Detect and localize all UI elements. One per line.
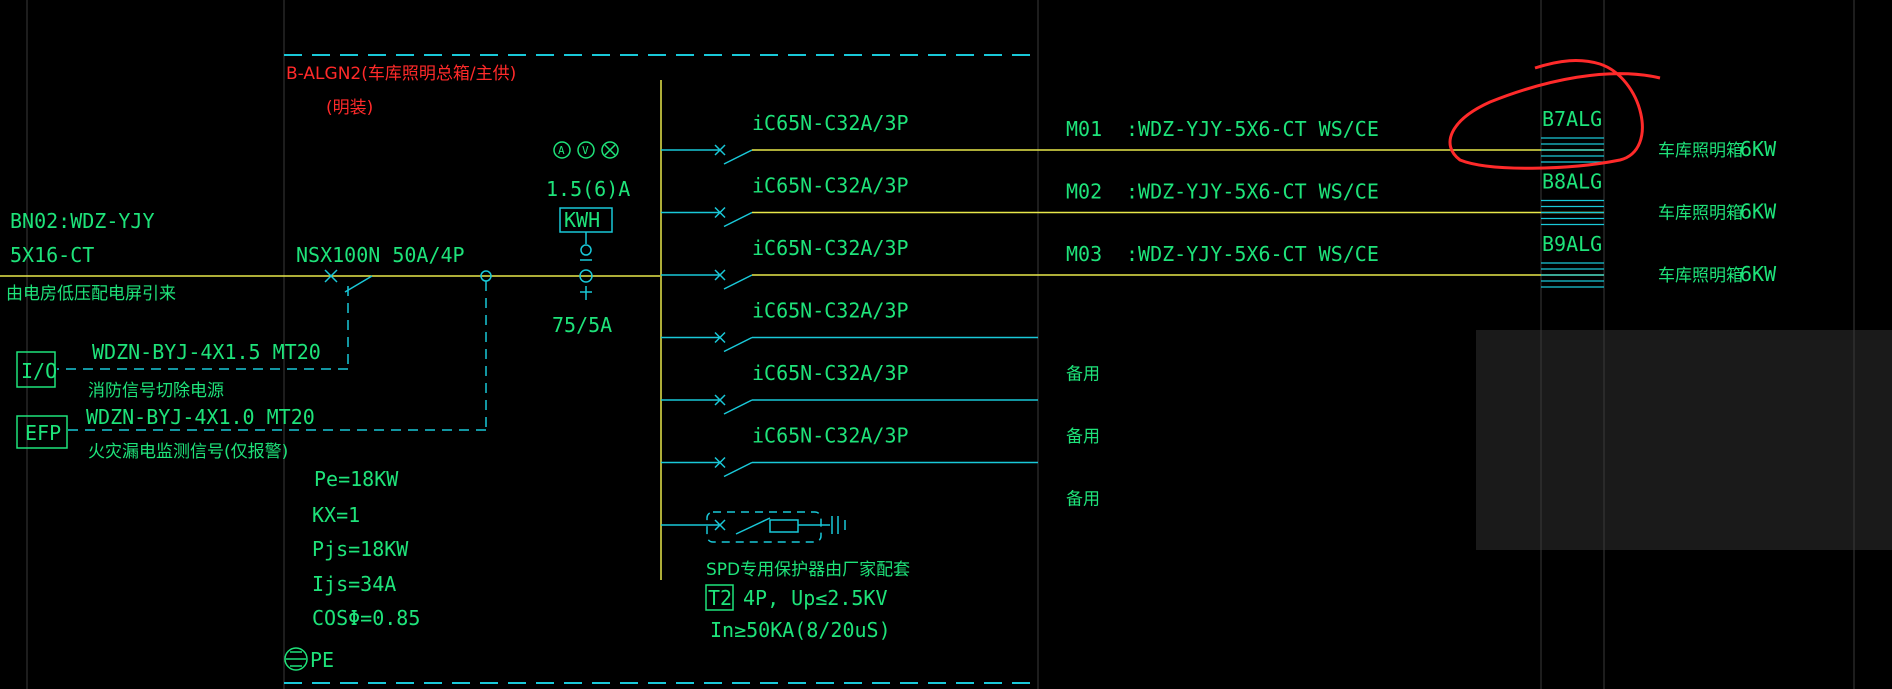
- spd-dashed-box: [706, 511, 822, 543]
- spd-line3: In≥50KA(8/20uS): [710, 618, 891, 642]
- efp-desc-label: 火灾漏电监测信号(仅报警): [88, 442, 288, 462]
- main-breaker-label: NSX100N 50A/4P: [296, 243, 465, 267]
- circuit-breaker-label: iC65N-C32A/3P: [752, 111, 909, 135]
- circuit-breaker-x: [714, 206, 726, 219]
- load-pe: Pe=18KW: [314, 467, 399, 491]
- meter-current-rating: 1.5(6)A: [546, 177, 630, 201]
- panel-enclosure: [284, 54, 1038, 684]
- meter-circles: [553, 141, 619, 159]
- load-pjs: Pjs=18KW: [312, 537, 409, 561]
- io-box-label: I/O: [21, 359, 57, 383]
- circuit-cable: :WDZ-YJY-5X6-CT WS/CE: [1126, 180, 1379, 204]
- efp-box-label: EFP: [25, 421, 61, 445]
- kwh-label: KWH: [564, 208, 600, 232]
- circuit-id: 备用: [1066, 490, 1100, 510]
- circuit-load-power: 6KW: [1740, 200, 1777, 224]
- spd-class: T2: [708, 586, 732, 610]
- circuit-breaker-blade: [723, 211, 753, 228]
- circuit-destination: B9ALG: [1542, 232, 1602, 256]
- ct-symbol: [579, 232, 593, 300]
- io-cable-label: WDZN-BYJ-4X1.5 MT20: [92, 340, 321, 364]
- circuit-id: 备用: [1066, 365, 1100, 385]
- main-breaker-symbol: [324, 269, 373, 293]
- load-ijs: Ijs=34A: [312, 572, 396, 596]
- circuit-breaker-blade: [723, 336, 753, 353]
- cos-meter-cross: [604, 144, 616, 156]
- panel-title: B-ALGN2(车库照明总箱/主供): [286, 64, 516, 84]
- circuit-breaker-label: iC65N-C32A/3P: [752, 299, 909, 323]
- spd-symbol: [661, 516, 846, 535]
- circuit-id: 备用: [1066, 427, 1100, 447]
- efp-cable-label: WDZN-BYJ-4X1.0 MT20: [86, 405, 315, 429]
- io-desc-label: 消防信号切除电源: [88, 381, 224, 401]
- circuit-breaker-x: [714, 269, 726, 281]
- circuit-breaker-blade: [723, 274, 753, 290]
- panel-subtitle: (明装): [326, 98, 373, 118]
- circuit-destination: B7ALG: [1542, 107, 1602, 131]
- load-cos: COSΦ=0.85: [312, 606, 420, 630]
- grid-lines: [26, 0, 1855, 689]
- red-markup-circle: [1448, 59, 1661, 170]
- circuit-id: M01: [1066, 117, 1102, 141]
- circuit-breaker-x: [714, 331, 726, 344]
- circuit-breaker-label: iC65N-C32A/3P: [752, 174, 909, 198]
- circuit-destination: B8ALG: [1542, 170, 1602, 194]
- circuit-cable: :WDZ-YJY-5X6-CT WS/CE: [1126, 117, 1379, 141]
- circuit-id: M03: [1066, 242, 1102, 266]
- circuit-load-desc: 车库照明箱: [1658, 266, 1743, 286]
- earth-icon: [284, 647, 308, 671]
- circuit-breaker-blade: [723, 461, 753, 478]
- control-dashed-links: [57, 281, 487, 431]
- load-kx: KX=1: [312, 503, 360, 527]
- circuit-breaker-label: iC65N-C32A/3P: [752, 361, 909, 385]
- outgoing-circuits: iC65N-C32A/3P M01 :WDZ-YJY-5X6-CT WS/CE B7A…: [661, 107, 1777, 510]
- circuit-breaker-label: iC65N-C32A/3P: [752, 236, 909, 260]
- incoming-cable-line1: BN02:WDZ-YJY: [10, 209, 155, 233]
- spd-line1: SPD专用保护器由厂家配套: [706, 560, 910, 580]
- circuit-load-desc: 车库照明箱: [1658, 204, 1743, 224]
- selection-region: [1476, 330, 1892, 550]
- pe-label: PE: [310, 648, 334, 672]
- circuit-id: M02: [1066, 180, 1102, 204]
- io-box: [16, 351, 56, 388]
- svg-text:A: A: [558, 144, 565, 157]
- meter-glyphs: A V: [558, 144, 589, 157]
- junction-node: [480, 270, 492, 282]
- circuit-breaker-label: iC65N-C32A/3P: [752, 424, 909, 448]
- ct-ratio-label: 75/5A: [552, 313, 612, 337]
- circuit-breaker-blade: [723, 149, 753, 165]
- circuit-breaker-x: [714, 394, 726, 406]
- spd-class-box: [705, 584, 734, 611]
- circuit-breaker-x: [714, 144, 726, 156]
- circuit-breaker-blade: [723, 399, 753, 415]
- efp-box: [16, 415, 68, 449]
- incoming-source: 由电房低压配电屏引来: [6, 284, 176, 304]
- circuit-breaker-x: [714, 456, 726, 469]
- incoming-cable-line2: 5X16-CT: [10, 243, 94, 267]
- spd-line2: 4P, Up≤2.5KV: [743, 586, 888, 610]
- svg-text:V: V: [582, 144, 589, 157]
- circuit-cable: :WDZ-YJY-5X6-CT WS/CE: [1126, 242, 1379, 266]
- circuit-load-power: 6KW: [1740, 137, 1777, 161]
- circuit-load-power: 6KW: [1740, 262, 1777, 286]
- circuit-load-desc: 车库照明箱: [1658, 141, 1743, 161]
